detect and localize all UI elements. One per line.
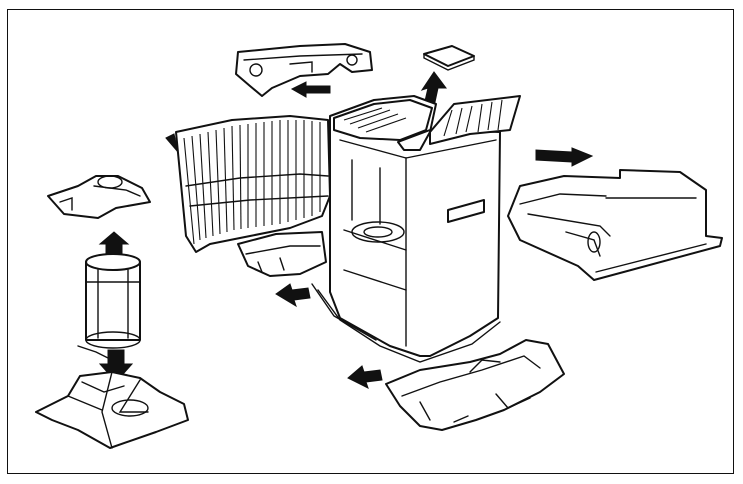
top-cap-part xyxy=(423,45,475,71)
control-panel-flap xyxy=(429,95,521,145)
front-door-panel xyxy=(175,115,331,253)
side-cover-part xyxy=(507,169,723,281)
drip-tray-part xyxy=(237,231,327,277)
heater-body xyxy=(311,95,501,363)
arrow-door xyxy=(165,133,179,153)
base-cover-part xyxy=(385,339,565,431)
arrow-drip-tray xyxy=(275,283,311,308)
fuel-tank-cylinder xyxy=(77,253,141,361)
arrow-tank xyxy=(98,349,134,383)
top-lid-part xyxy=(235,43,373,97)
arrow-lid xyxy=(290,81,331,98)
burner-bracket-part xyxy=(47,175,151,219)
base-tray-part xyxy=(35,371,189,449)
arrow-base-cover xyxy=(347,365,383,389)
arrow-bracket xyxy=(98,231,130,257)
arrow-side-cover xyxy=(535,147,594,167)
